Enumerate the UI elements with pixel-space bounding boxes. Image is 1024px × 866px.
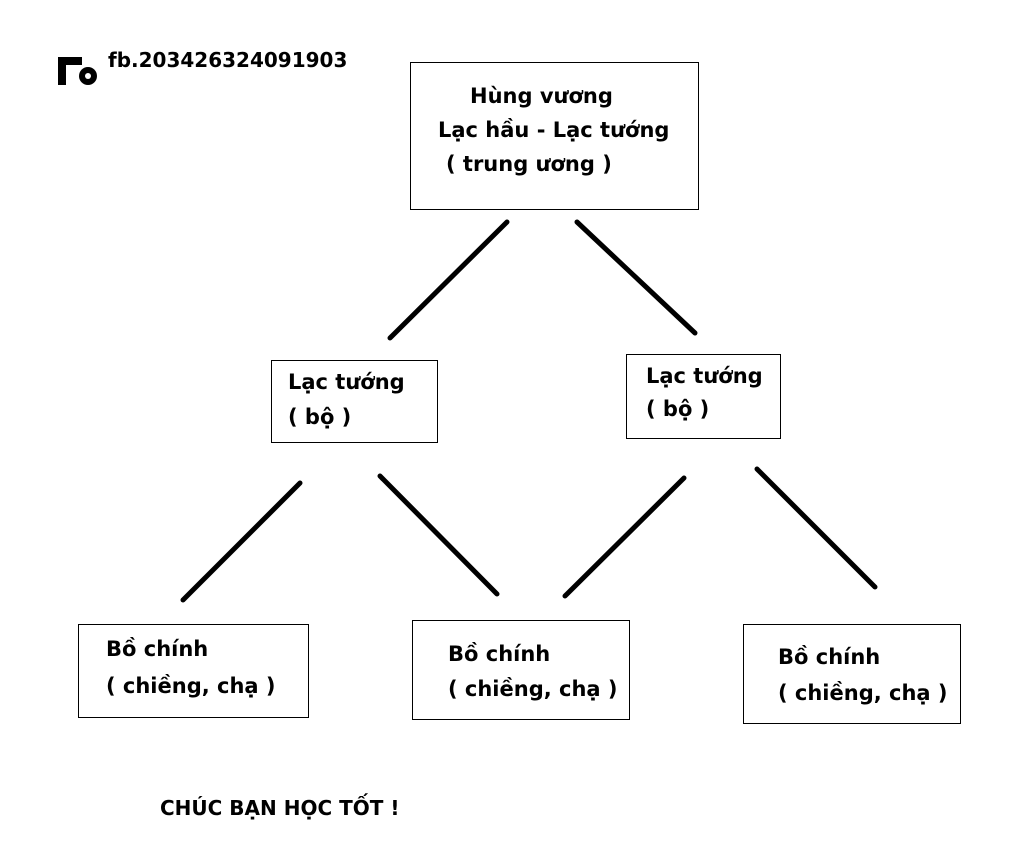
node-bottom-right-line1: Bồ chính [778, 645, 881, 669]
node-mid-right [626, 354, 781, 439]
node-mid-right-line2: ( bộ ) [646, 397, 710, 421]
connector-top-to-right [574, 219, 698, 336]
connector-right-to-bottom-mid [562, 475, 687, 599]
connector-left-to-bottom-mid [377, 473, 500, 597]
node-mid-left-line1: Lạc tướng [288, 370, 405, 394]
node-bottom-left-line2: ( chiềng, chạ ) [106, 674, 276, 698]
node-mid-left [271, 360, 438, 443]
node-top-line2: Lạc hầu - Lạc tướng [438, 118, 670, 142]
node-top-line3: ( trung ương ) [446, 152, 612, 176]
node-top-line1: Hùng vương [470, 84, 613, 108]
footer-message: CHÚC BẠN HỌC TỐT ! [160, 796, 400, 820]
node-bottom-mid-line1: Bồ chính [448, 642, 551, 666]
node-bottom-left [78, 624, 309, 718]
node-bottom-right [743, 624, 961, 724]
node-top [410, 62, 699, 210]
fb-logo-icon [58, 57, 97, 85]
node-mid-right-line1: Lạc tướng [646, 364, 763, 388]
node-bottom-right-line2: ( chiềng, chạ ) [778, 681, 948, 705]
node-mid-left-line2: ( bộ ) [288, 405, 352, 429]
connector-top-to-left [387, 219, 510, 341]
connector-left-to-bottom-left [180, 480, 303, 603]
node-bottom-mid [412, 620, 630, 720]
connector-right-to-bottom-right [754, 466, 878, 590]
node-bottom-mid-line2: ( chiềng, chạ ) [448, 677, 618, 701]
watermark-text: fb.203426324091903 [108, 48, 348, 72]
node-bottom-left-line1: Bồ chính [106, 637, 209, 661]
